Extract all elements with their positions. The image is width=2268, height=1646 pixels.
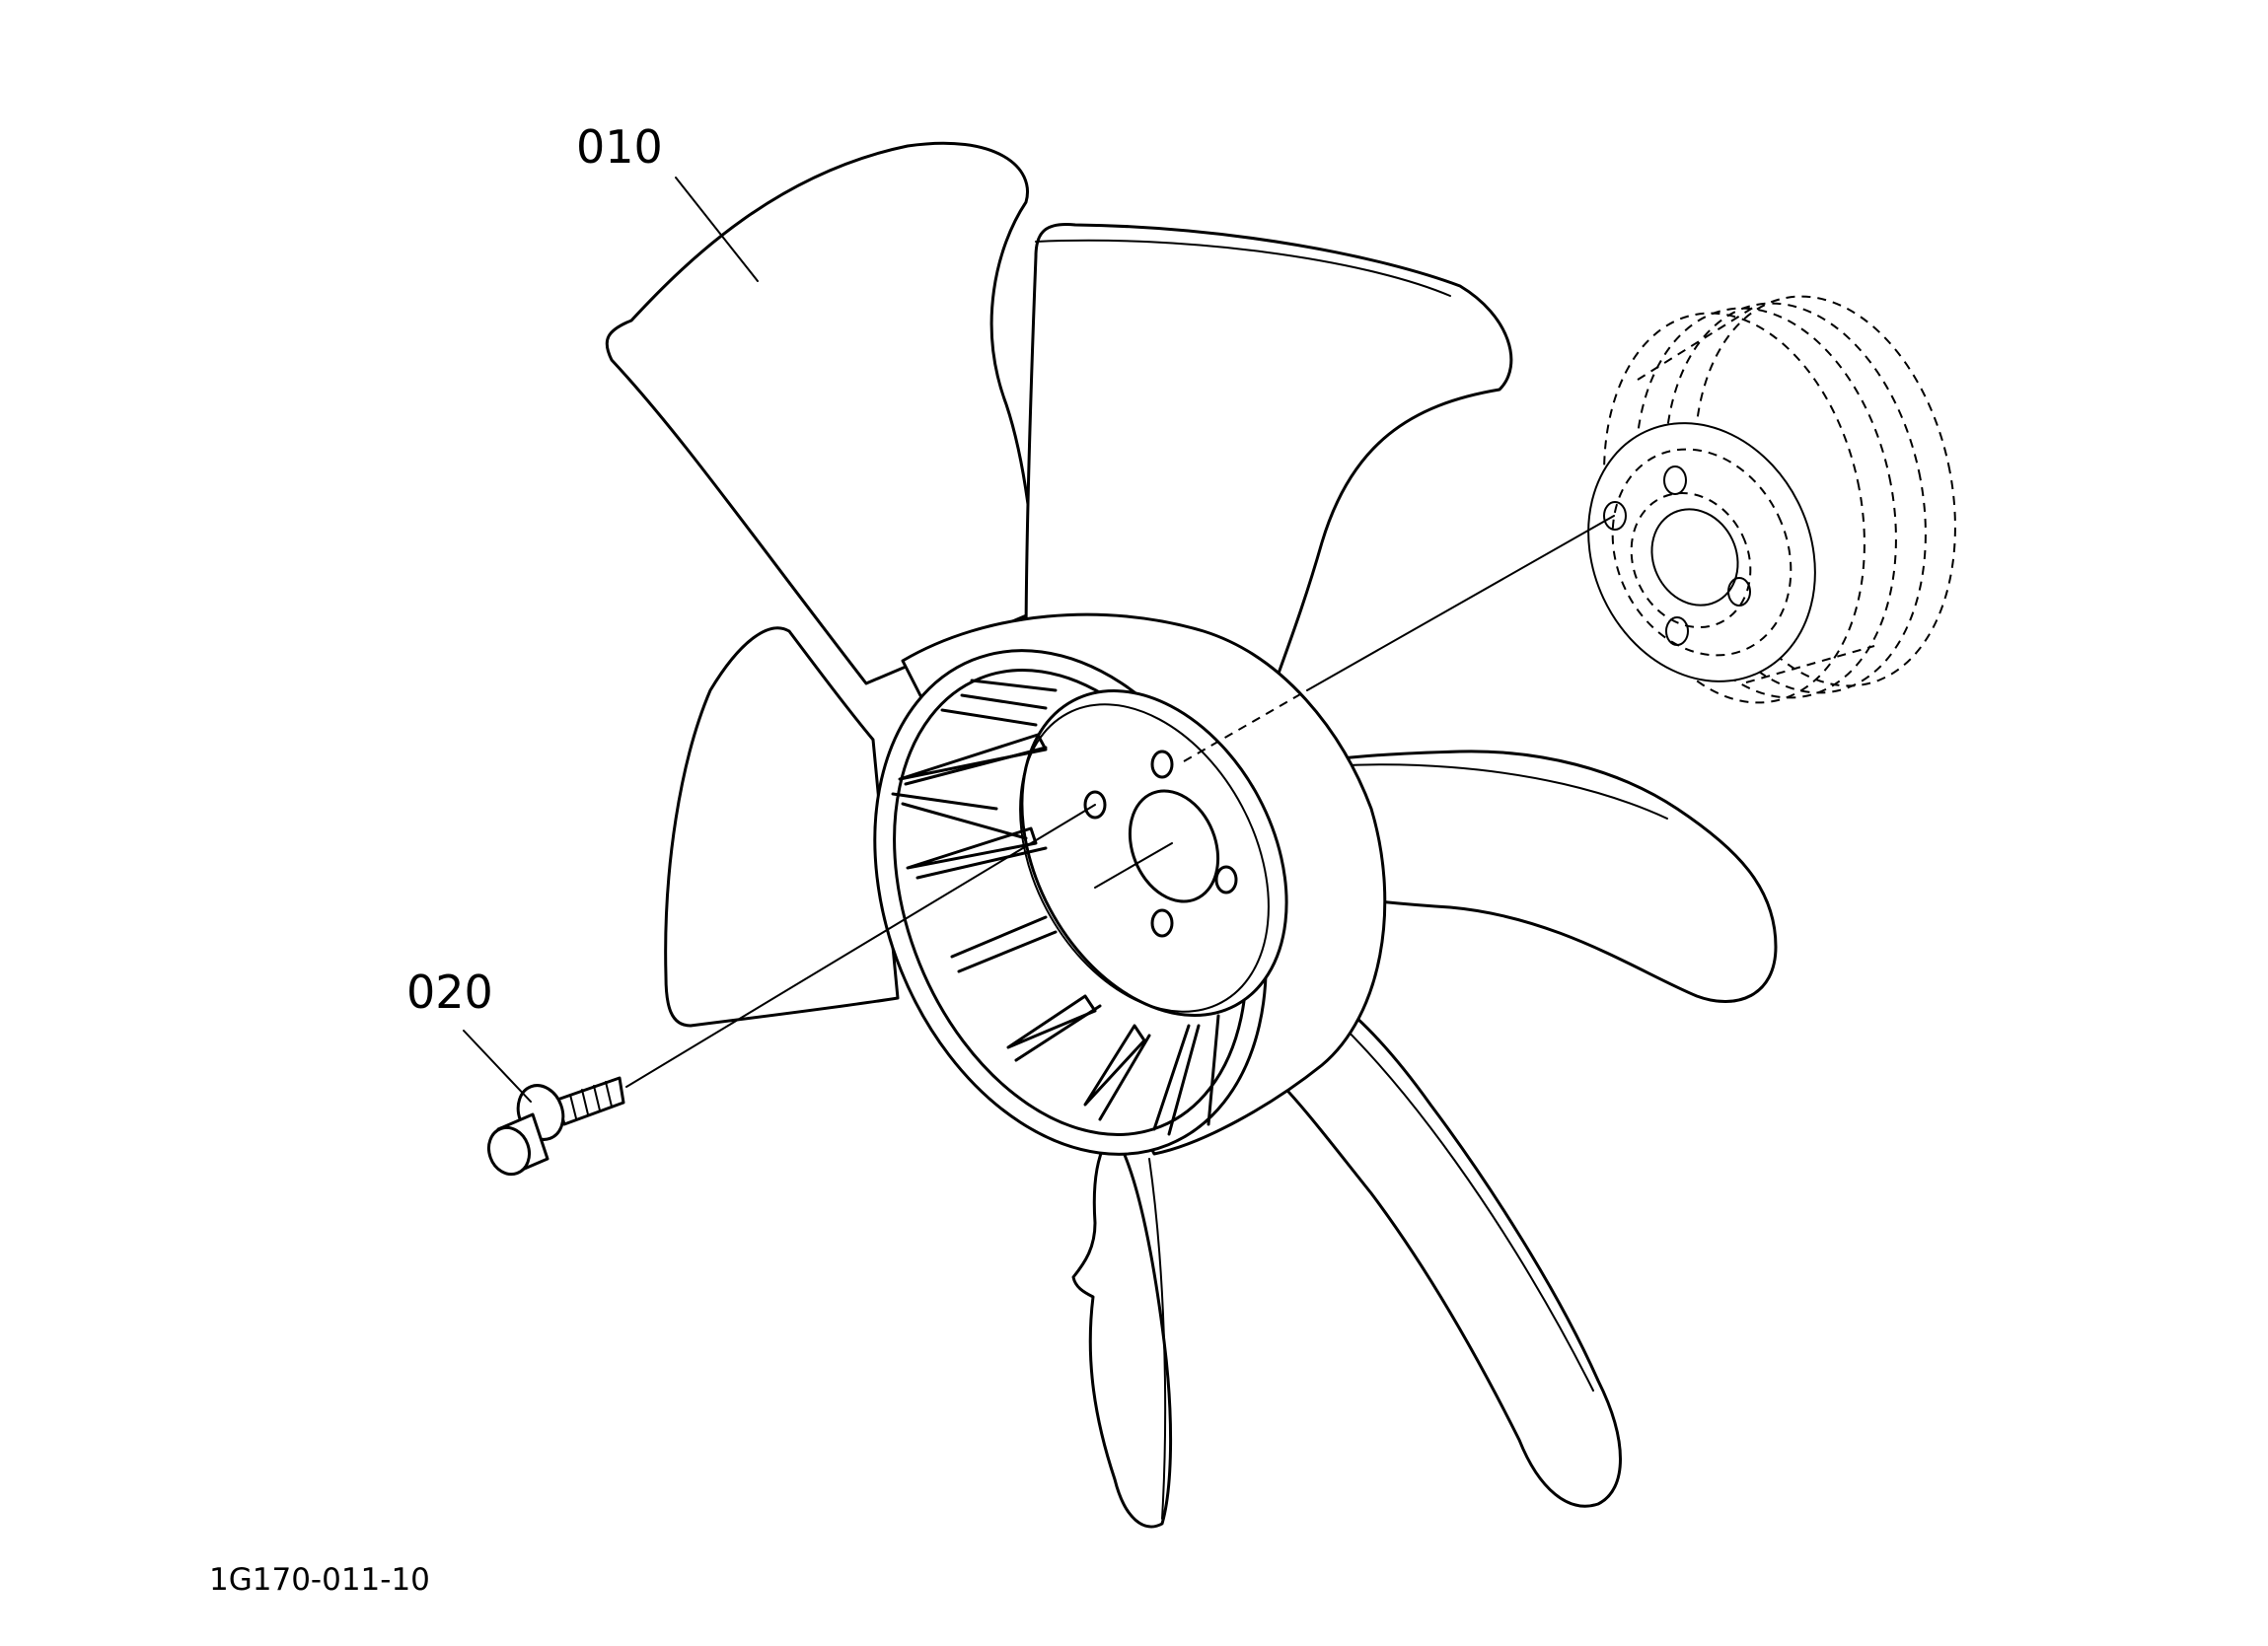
leader-line-020	[463, 1030, 532, 1103]
leader-line-010	[675, 177, 759, 282]
fan-hub	[873, 612, 1387, 1156]
flange-bolt	[486, 1076, 625, 1177]
figure-id: 1G170-011-10	[209, 1562, 430, 1598]
fan-blades	[605, 141, 1778, 1529]
callout-020: 020	[406, 966, 493, 1019]
callout-010: 010	[576, 120, 663, 174]
assembly-lines	[625, 515, 1615, 1088]
pulley	[1587, 295, 1956, 704]
